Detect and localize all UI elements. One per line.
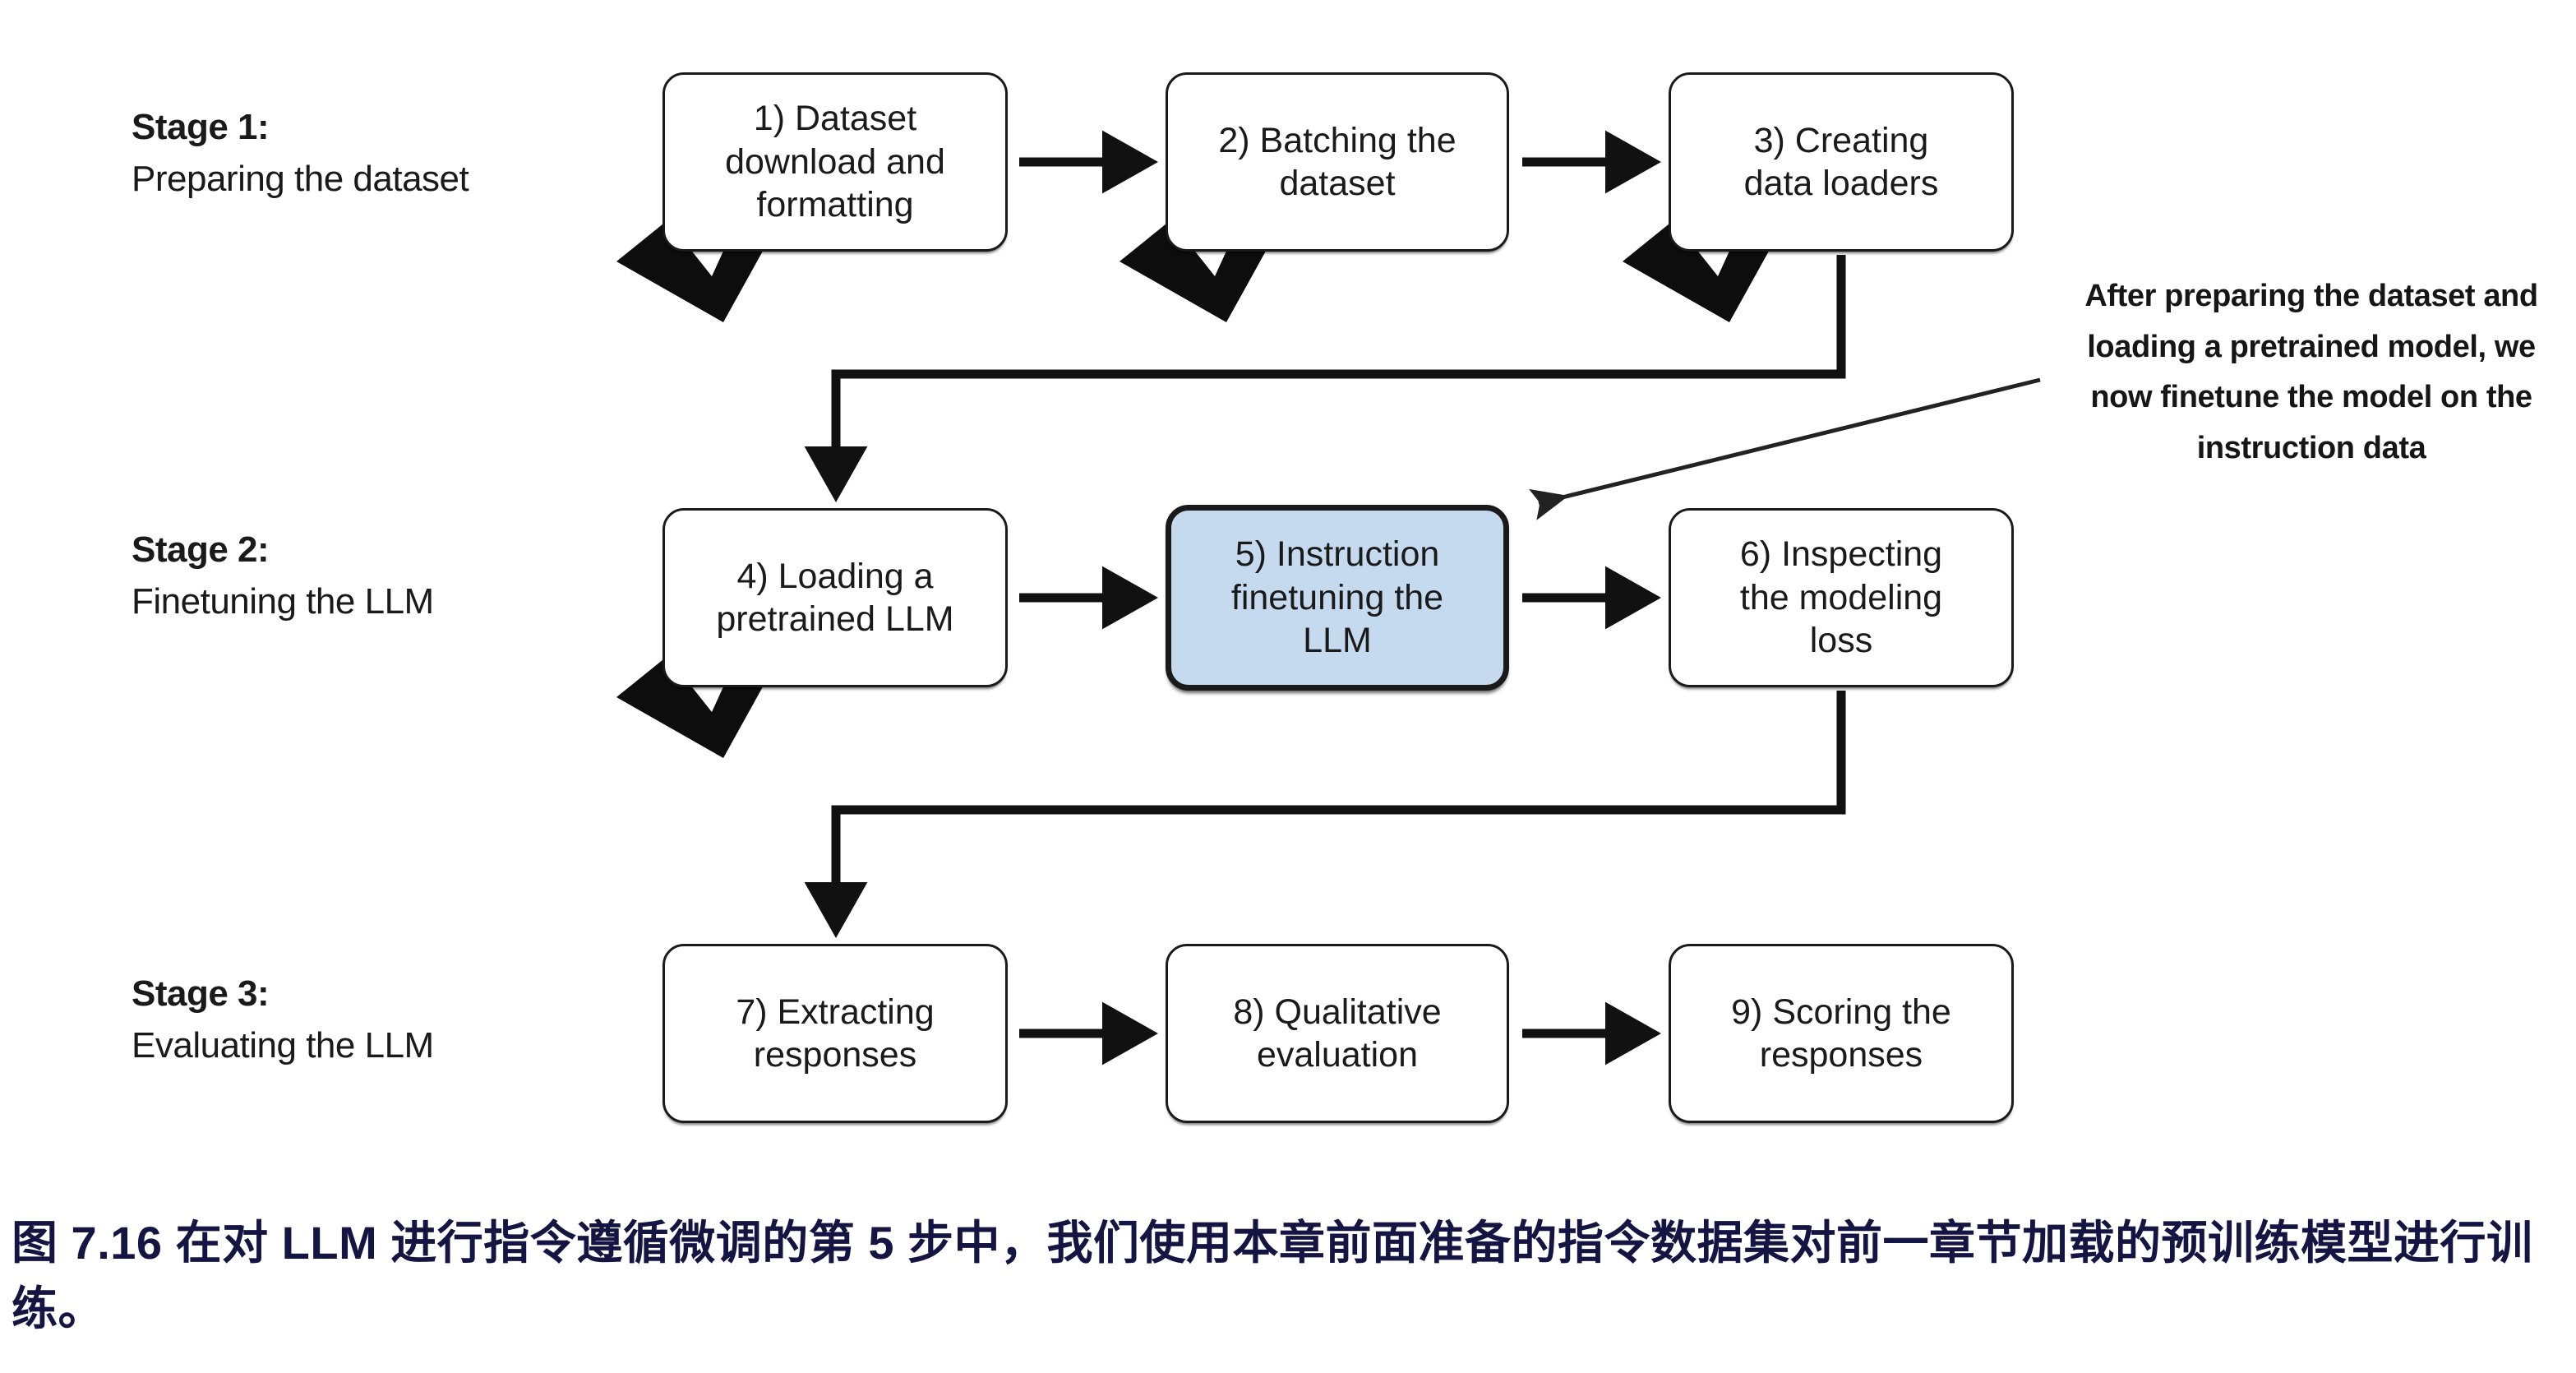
process-node-4[interactable]: 4) Loading a pretrained LLM [662,508,1008,687]
node-5-line-2: finetuning the [1230,577,1444,617]
node-8-line-1: 8) Qualitative [1233,992,1442,1032]
stage-3-subtitle: Evaluating the LLM [132,1025,434,1066]
process-node-9[interactable]: 9) Scoring the responses [1669,944,2014,1123]
node-3-line-2: data loaders [1743,164,1939,203]
arrow-3-to-4 [804,255,1846,503]
node-7-line-1: 7) Extracting [736,992,935,1032]
node-5-line-3: LLM [1303,621,1372,661]
node-4-line-1: 4) Loading a [736,556,934,596]
node-1-line-1: 1) Dataset [753,99,917,139]
annotation-note: After preparing the dataset and loading … [2055,271,2568,474]
process-node-5-highlighted[interactable]: 5) Instruction finetuning the LLM [1166,505,1509,691]
node-3-line-1: 3) Creating [1753,120,1929,160]
node-1-line-2: download and [725,141,945,182]
stage-3-label: Stage 3: Evaluating the LLM [132,970,434,1069]
node-7-line-2: responses [753,1035,917,1075]
stage-1-subtitle: Preparing the dataset [132,159,469,200]
stage-2-title: Stage 2: [132,529,270,570]
stage-1-label: Stage 1: Preparing the dataset [132,104,469,202]
process-node-1[interactable]: 1) Dataset download and formatting [662,72,1008,252]
process-node-3[interactable]: 3) Creating data loaders [1669,72,2014,252]
annotation-pointer-arrow [1529,377,2041,520]
stage-2-subtitle: Finetuning the LLM [132,581,434,622]
node-2-line-2: dataset [1279,164,1396,203]
annotation-line-1: After preparing the dataset and [2084,279,2538,313]
figure-caption: 图 7.16 在对 LLM 进行指令遵循微调的第 5 步中，我们使用本章前面准备… [12,1217,2533,1334]
process-node-6[interactable]: 6) Inspecting the modeling loss [1669,508,2014,687]
process-node-2[interactable]: 2) Batching the dataset [1166,72,1509,252]
annotation-line-2: loading a pretrained model, we [2087,329,2536,364]
node-6-line-3: loss [1809,621,1873,661]
node-9-line-1: 9) Scoring the [1731,992,1951,1032]
arrow-6-to-7 [804,691,1846,939]
node-5-line-1: 5) Instruction [1235,534,1440,575]
annotation-line-3: now finetune the model on the [2090,380,2532,415]
stage-3-title: Stage 3: [132,973,270,1014]
process-node-7[interactable]: 7) Extracting responses [662,944,1008,1123]
process-node-8[interactable]: 8) Qualitative evaluation [1166,944,1509,1123]
node-6-line-2: the modeling [1739,577,1943,617]
annotation-line-4: instruction data [2196,430,2426,465]
node-4-line-2: pretrained LLM [716,599,954,639]
node-2-line-1: 2) Batching the [1218,120,1457,160]
node-6-line-1: 6) Inspecting [1739,534,1943,575]
stage-2-label: Stage 2: Finetuning the LLM [132,526,434,625]
node-1-line-3: formatting [756,185,914,225]
node-9-line-2: responses [1759,1035,1923,1075]
node-8-line-2: evaluation [1256,1035,1419,1075]
stage-1-title: Stage 1: [132,107,270,147]
